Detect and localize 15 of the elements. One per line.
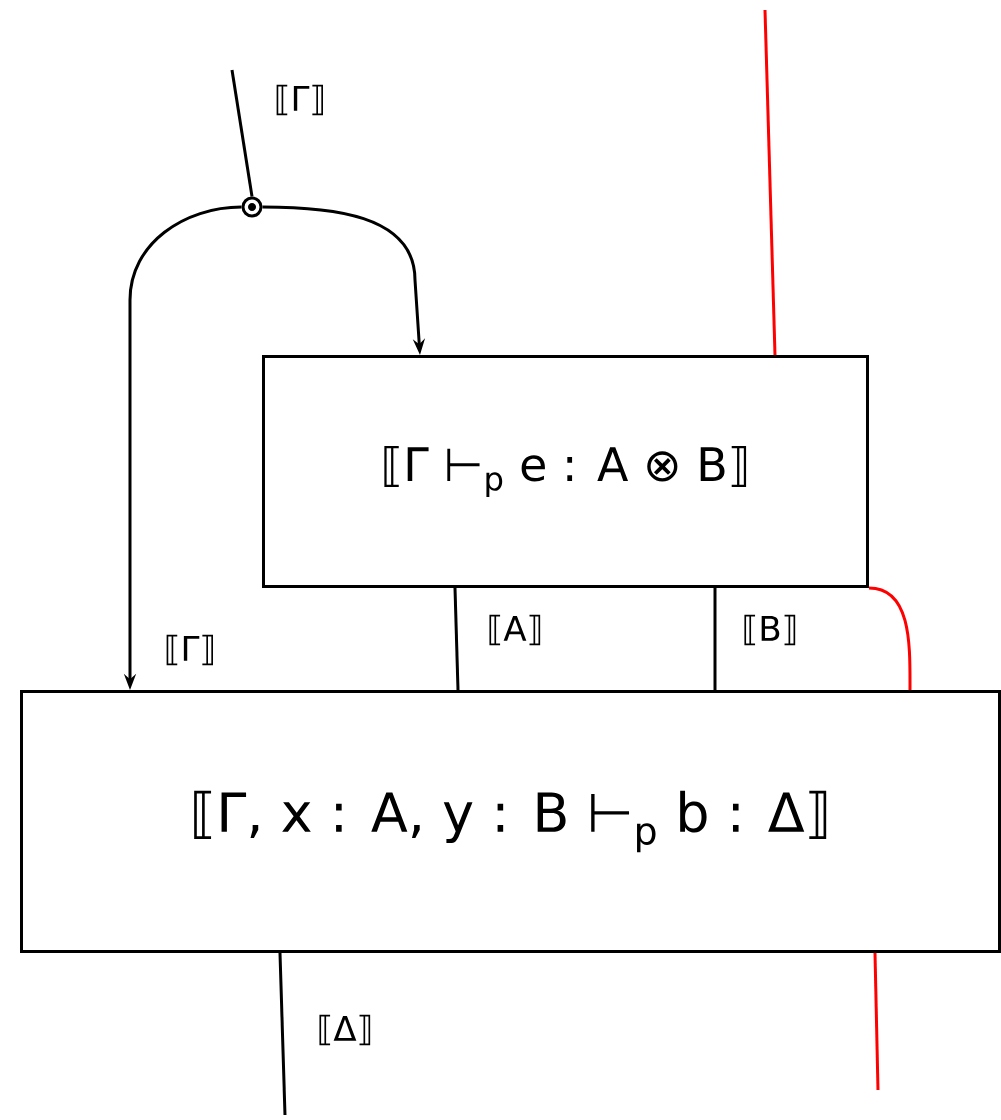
wire: [868, 586, 912, 690]
edge-label: ⟦Γ⟧: [161, 632, 219, 668]
wire: [713, 588, 717, 690]
formula-box: ⟦Γ, x : A, y : B ⊢$_{p}$ b : Δ⟧: [20, 690, 1001, 953]
junction-dot: [241, 196, 263, 218]
formula-box: ⟦Γ ⊢$_{p}$ e : A ⊗ B⟧: [262, 355, 869, 588]
wire: [763, 9, 777, 356]
wire: [873, 952, 880, 1091]
edge-label: ⟦B⟧: [739, 612, 801, 648]
wire: [230, 69, 254, 197]
edge-label: ⟦Δ⟧: [314, 1012, 376, 1048]
wire: [278, 952, 287, 1116]
edge-label: ⟦Γ⟧: [271, 82, 329, 118]
wire: [453, 587, 460, 691]
edge-label: ⟦A⟧: [484, 612, 546, 648]
